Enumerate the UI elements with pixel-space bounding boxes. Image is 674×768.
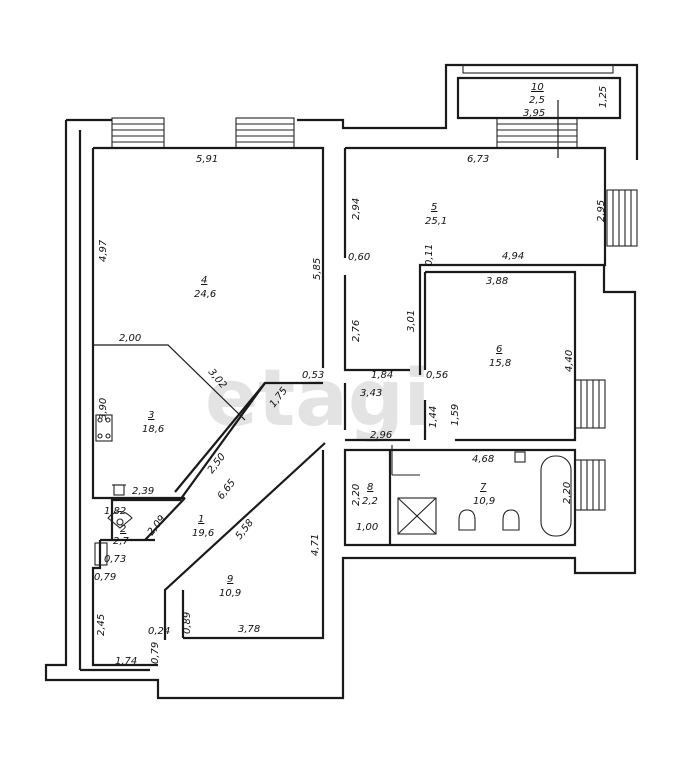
room-5-area: 25,1 (425, 216, 447, 227)
room-7-area: 10,9 (473, 496, 495, 507)
dimension-label: 2,45 (96, 614, 107, 636)
dimension-label: 4,97 (98, 239, 109, 262)
dimension-label: 2,96 (370, 430, 392, 441)
room-9-number: 9 (227, 574, 233, 585)
room-7-number: 7 (480, 482, 487, 493)
dimension-label: 1,59 (450, 404, 461, 426)
room-1-number: 1 (198, 514, 204, 525)
room-8-area: 2,2 (362, 496, 378, 507)
dimension-label: 3,43 (360, 388, 382, 399)
room-2-number: 2 (120, 524, 126, 535)
dimension-label: 5,91 (196, 154, 218, 165)
dimension-label: 2,09 (146, 514, 168, 538)
fixtures (94, 414, 572, 566)
dimension-label: 0,73 (104, 554, 126, 565)
room-5-number: 5 (431, 202, 437, 213)
dimension-label: 5,85 (312, 258, 323, 280)
dimension-label: 3,90 (98, 398, 109, 420)
dimension-label: 0,89 (182, 612, 193, 634)
dimension-label: 1,25 (598, 86, 609, 108)
room-4-number: 4 (201, 275, 207, 286)
dimension-label: 0,24 (148, 626, 170, 637)
room-6-area: 15,8 (489, 358, 511, 369)
dimension-label: 1,00 (356, 522, 378, 533)
dimension-label: 4,68 (472, 454, 494, 465)
dimension-label: 6,65 (216, 478, 238, 502)
dimension-label: 0,79 (94, 572, 116, 583)
watermark-text: etagi (205, 354, 430, 444)
dimension-label: 3,78 (238, 624, 260, 635)
dimension-label: 0,56 (426, 370, 448, 381)
room-6-number: 6 (496, 344, 502, 355)
interior-walls (91, 76, 622, 667)
room-1-area: 19,6 (192, 528, 214, 539)
dimension-label: 3,01 (406, 310, 417, 332)
dimension-label: 2,39 (132, 486, 154, 497)
outer-walls (44, 63, 639, 700)
dimension-label: 1,84 (371, 370, 393, 381)
dimension-label: 2,00 (119, 333, 141, 344)
dimension-label: 2,76 (351, 320, 362, 342)
room-2-area: 2,7 (113, 536, 130, 547)
dimension-label: 1,44 (428, 406, 439, 428)
dimension-label: 2,95 (596, 200, 607, 222)
room-9-area: 10,9 (219, 588, 241, 599)
dimension-label: 0,53 (302, 370, 324, 381)
dimension-label: 4,94 (502, 251, 524, 262)
room-3-number: 3 (148, 410, 154, 421)
room-8-number: 8 (367, 482, 373, 493)
room-3-area: 18,6 (142, 424, 164, 435)
windows (111, 64, 638, 511)
dimension-label: 3,88 (486, 276, 508, 287)
dimension-label: 0,60 (348, 252, 370, 263)
dimension-label: 2,50 (206, 452, 228, 476)
room-4-area: 24,6 (194, 289, 216, 300)
dimension-label: 6,73 (467, 154, 489, 165)
dimension-label: 2,20 (562, 482, 573, 504)
room-10-area: 2,5 (529, 95, 545, 106)
dimension-label: 0,79 (150, 642, 161, 664)
room-10-number: 10 (531, 82, 544, 93)
room-labels: 4 24,6 3 18,6 1 19,6 2 2,7 9 10,9 5 25,1… (113, 82, 545, 599)
dimension-label: 1,74 (115, 656, 137, 667)
dimension-label: 4,71 (310, 534, 321, 556)
dimension-label: 5,58 (234, 518, 256, 542)
dimension-label: 2,20 (351, 484, 362, 506)
dimension-label: 1,82 (104, 506, 126, 517)
dimension-label: 2,94 (351, 198, 362, 220)
dimension-label: 0,11 (424, 244, 435, 266)
dimension-label: 3,95 (523, 108, 545, 119)
dimension-label: 4,40 (564, 350, 575, 372)
